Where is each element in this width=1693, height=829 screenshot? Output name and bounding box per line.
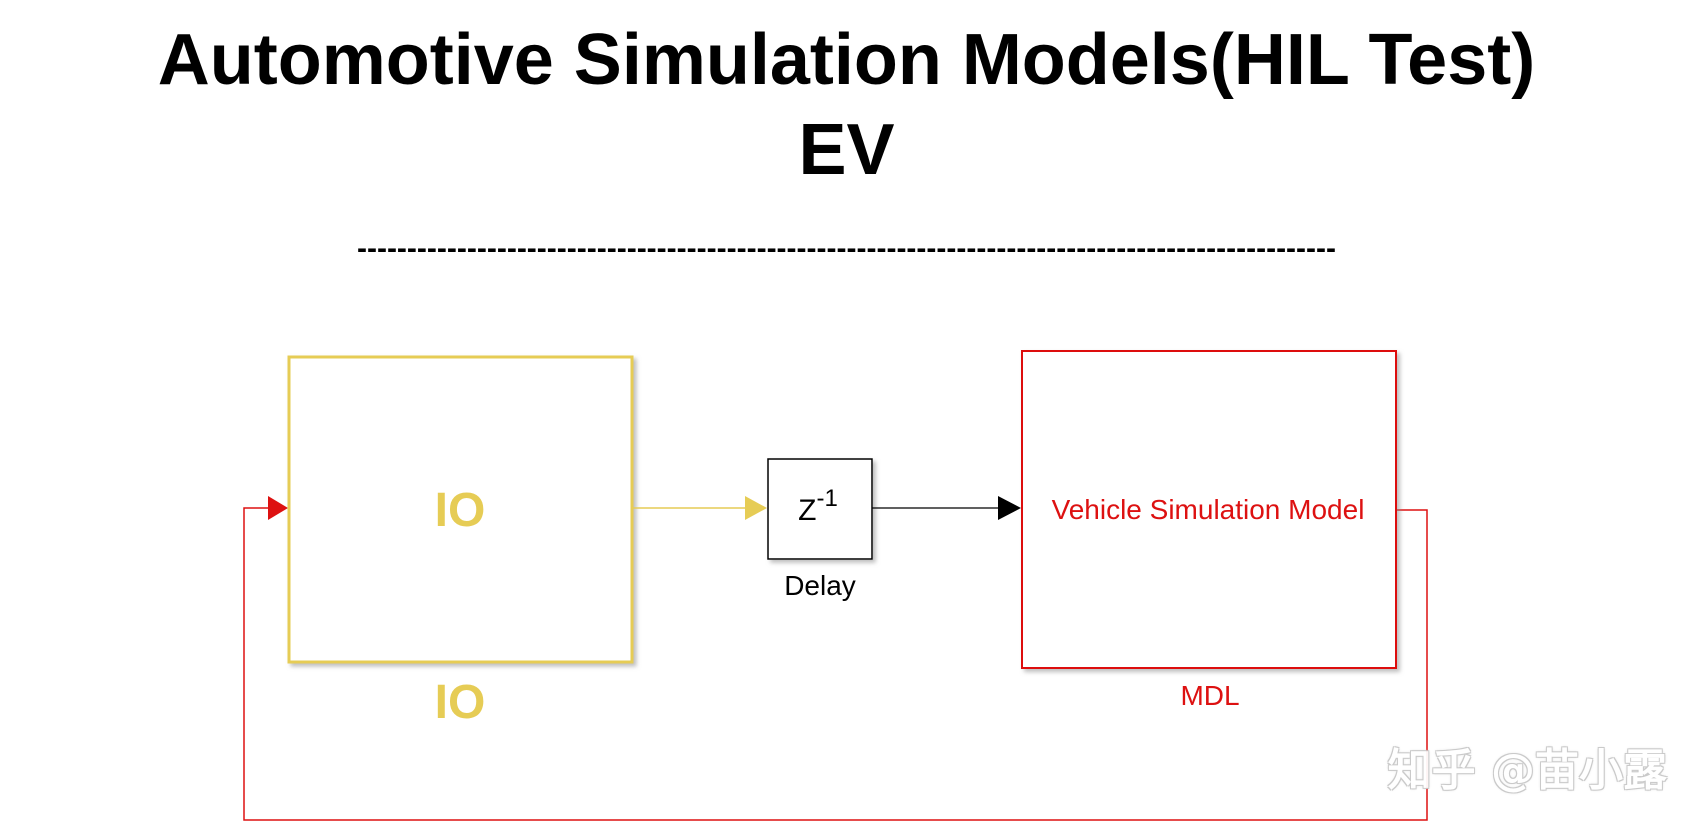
mdl-block-name-label: MDL: [1180, 680, 1239, 711]
delay-block-name-label: Delay: [784, 570, 856, 601]
mdl-block-inner-label: Vehicle Simulation Model: [1052, 494, 1365, 525]
delay-input-arrow: [745, 496, 767, 520]
watermark: 知乎 @苗小露: [1387, 745, 1667, 796]
io-input-arrow: [268, 496, 288, 520]
mdl-input-arrow: [998, 496, 1021, 520]
io-block-inner-label: IO: [435, 484, 486, 537]
delay-block-symbol: Z-1: [798, 485, 838, 527]
mdl-block[interactable]: [1021, 350, 1397, 669]
page-title-line-1: Automotive Simulation Models(HIL Test): [157, 20, 1536, 100]
io-block-name-label: IO: [435, 676, 486, 729]
delay-symbol-exponent: -1: [816, 485, 837, 512]
dashed-separator: ----------------------------------------…: [356, 232, 1337, 265]
delay-block[interactable]: [767, 458, 873, 560]
feedback-connection-line: [243, 507, 1428, 821]
io-block[interactable]: [287, 355, 634, 664]
delay-symbol-base: Z: [798, 494, 816, 527]
page-title-line-2: EV: [798, 110, 895, 190]
